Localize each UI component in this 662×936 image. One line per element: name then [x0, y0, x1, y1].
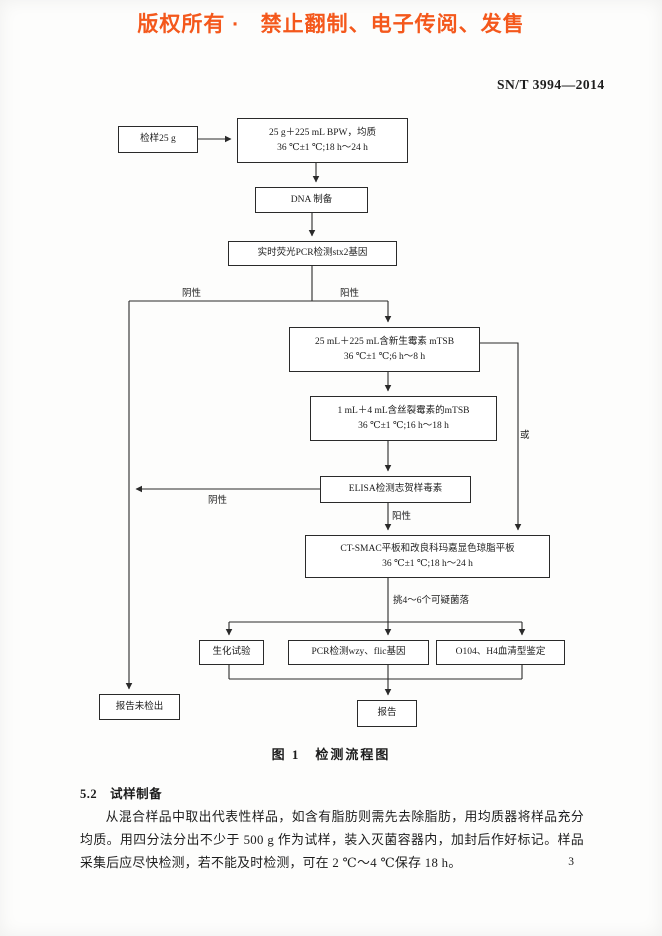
node-mtsb-novobiocin-line2: 36 ℃±1 ℃;6 h～8 h: [343, 351, 426, 362]
node-serotype-id: O104、H4血清型鉴定: [436, 640, 565, 665]
branch-label-or: 或: [520, 431, 530, 441]
node-pcr-wzy-flic: PCR检测wzy、flic基因: [288, 640, 429, 665]
node-dna-prep: DNA 制备: [255, 187, 368, 213]
node-realtime-pcr-stx2: 实时荧光PCR检测stx2基因: [228, 241, 397, 266]
branch-label-negative-2: 阴性: [208, 496, 228, 506]
node-mtsb-mitomycin-line2: 36 ℃±1 ℃;16 h～18 h: [358, 420, 449, 431]
body-paragraph: 从混合样品中取出代表性样品，如含有脂肪则需先去除脂肪，用均质器将样品充分均质。用…: [80, 810, 584, 870]
node-report: 报告: [357, 700, 417, 727]
node-elisa-toxin-label: ELISA检测志贺样毒素: [348, 484, 443, 494]
node-sample-label: 检样25 g: [140, 134, 176, 144]
node-ct-smac-line2: 36 ℃±1 ℃;18 h～24 h: [382, 558, 473, 569]
section-heading: 5.2 试样制备: [80, 787, 163, 801]
node-sample: 检样25 g: [118, 126, 198, 153]
branch-label-pick-colonies: 挑4～6个可疑菌落: [393, 596, 470, 606]
node-report-not-detected-label: 报告未检出: [115, 701, 164, 712]
page-number: 3: [568, 856, 574, 868]
node-serotype-id-label: O104、H4血清型鉴定: [455, 647, 546, 657]
copyright-notice: 版权所有 · 禁止翻制、电子传阅、发售: [137, 13, 525, 36]
node-ct-smac-line1: CT-SMAC平板和改良科玛嘉显色琼脂平板: [340, 543, 515, 554]
branch-label-positive-1: 阳性: [340, 289, 360, 299]
branch-label-negative-1: 阴性: [182, 289, 202, 299]
node-dna-prep-label: DNA 制备: [290, 194, 333, 205]
node-biochemical-test: 生化试验: [199, 640, 264, 665]
node-bpw-enrichment: 25 g＋225 mL BPW，均质 36 ℃±1 ℃;18 h～24 h: [237, 118, 408, 163]
node-report-label: 报告: [377, 708, 397, 718]
node-report-not-detected: 报告未检出: [99, 694, 180, 720]
node-mtsb-mitomycin: 1 mL＋4 mL含丝裂霉素的mTSB 36 ℃±1 ℃;16 h～18 h: [310, 396, 497, 441]
node-biochemical-test-label: 生化试验: [212, 647, 251, 657]
node-bpw-line1: 25 g＋225 mL BPW，均质: [268, 127, 377, 138]
node-realtime-pcr-stx2-label: 实时荧光PCR检测stx2基因: [257, 248, 368, 258]
figure-caption: 图 1 检测流程图: [271, 747, 391, 762]
node-mtsb-mitomycin-line1: 1 mL＋4 mL含丝裂霉素的mTSB: [337, 405, 470, 416]
branch-label-positive-2: 阳性: [392, 512, 412, 522]
standard-number: SN/T 3994—2014: [497, 77, 605, 92]
node-ct-smac-plate: CT-SMAC平板和改良科玛嘉显色琼脂平板 36 ℃±1 ℃;18 h～24 h: [305, 535, 550, 578]
node-elisa-toxin: ELISA检测志贺样毒素: [320, 476, 471, 503]
node-bpw-line2: 36 ℃±1 ℃;18 h～24 h: [277, 142, 368, 153]
node-mtsb-novobiocin: 25 mL＋225 mL含新生霉素 mTSB 36 ℃±1 ℃;6 h～8 h: [289, 327, 480, 372]
node-pcr-wzy-flic-label: PCR检测wzy、flic基因: [311, 647, 406, 657]
node-mtsb-novobiocin-line1: 25 mL＋225 mL含新生霉素 mTSB: [314, 336, 455, 347]
